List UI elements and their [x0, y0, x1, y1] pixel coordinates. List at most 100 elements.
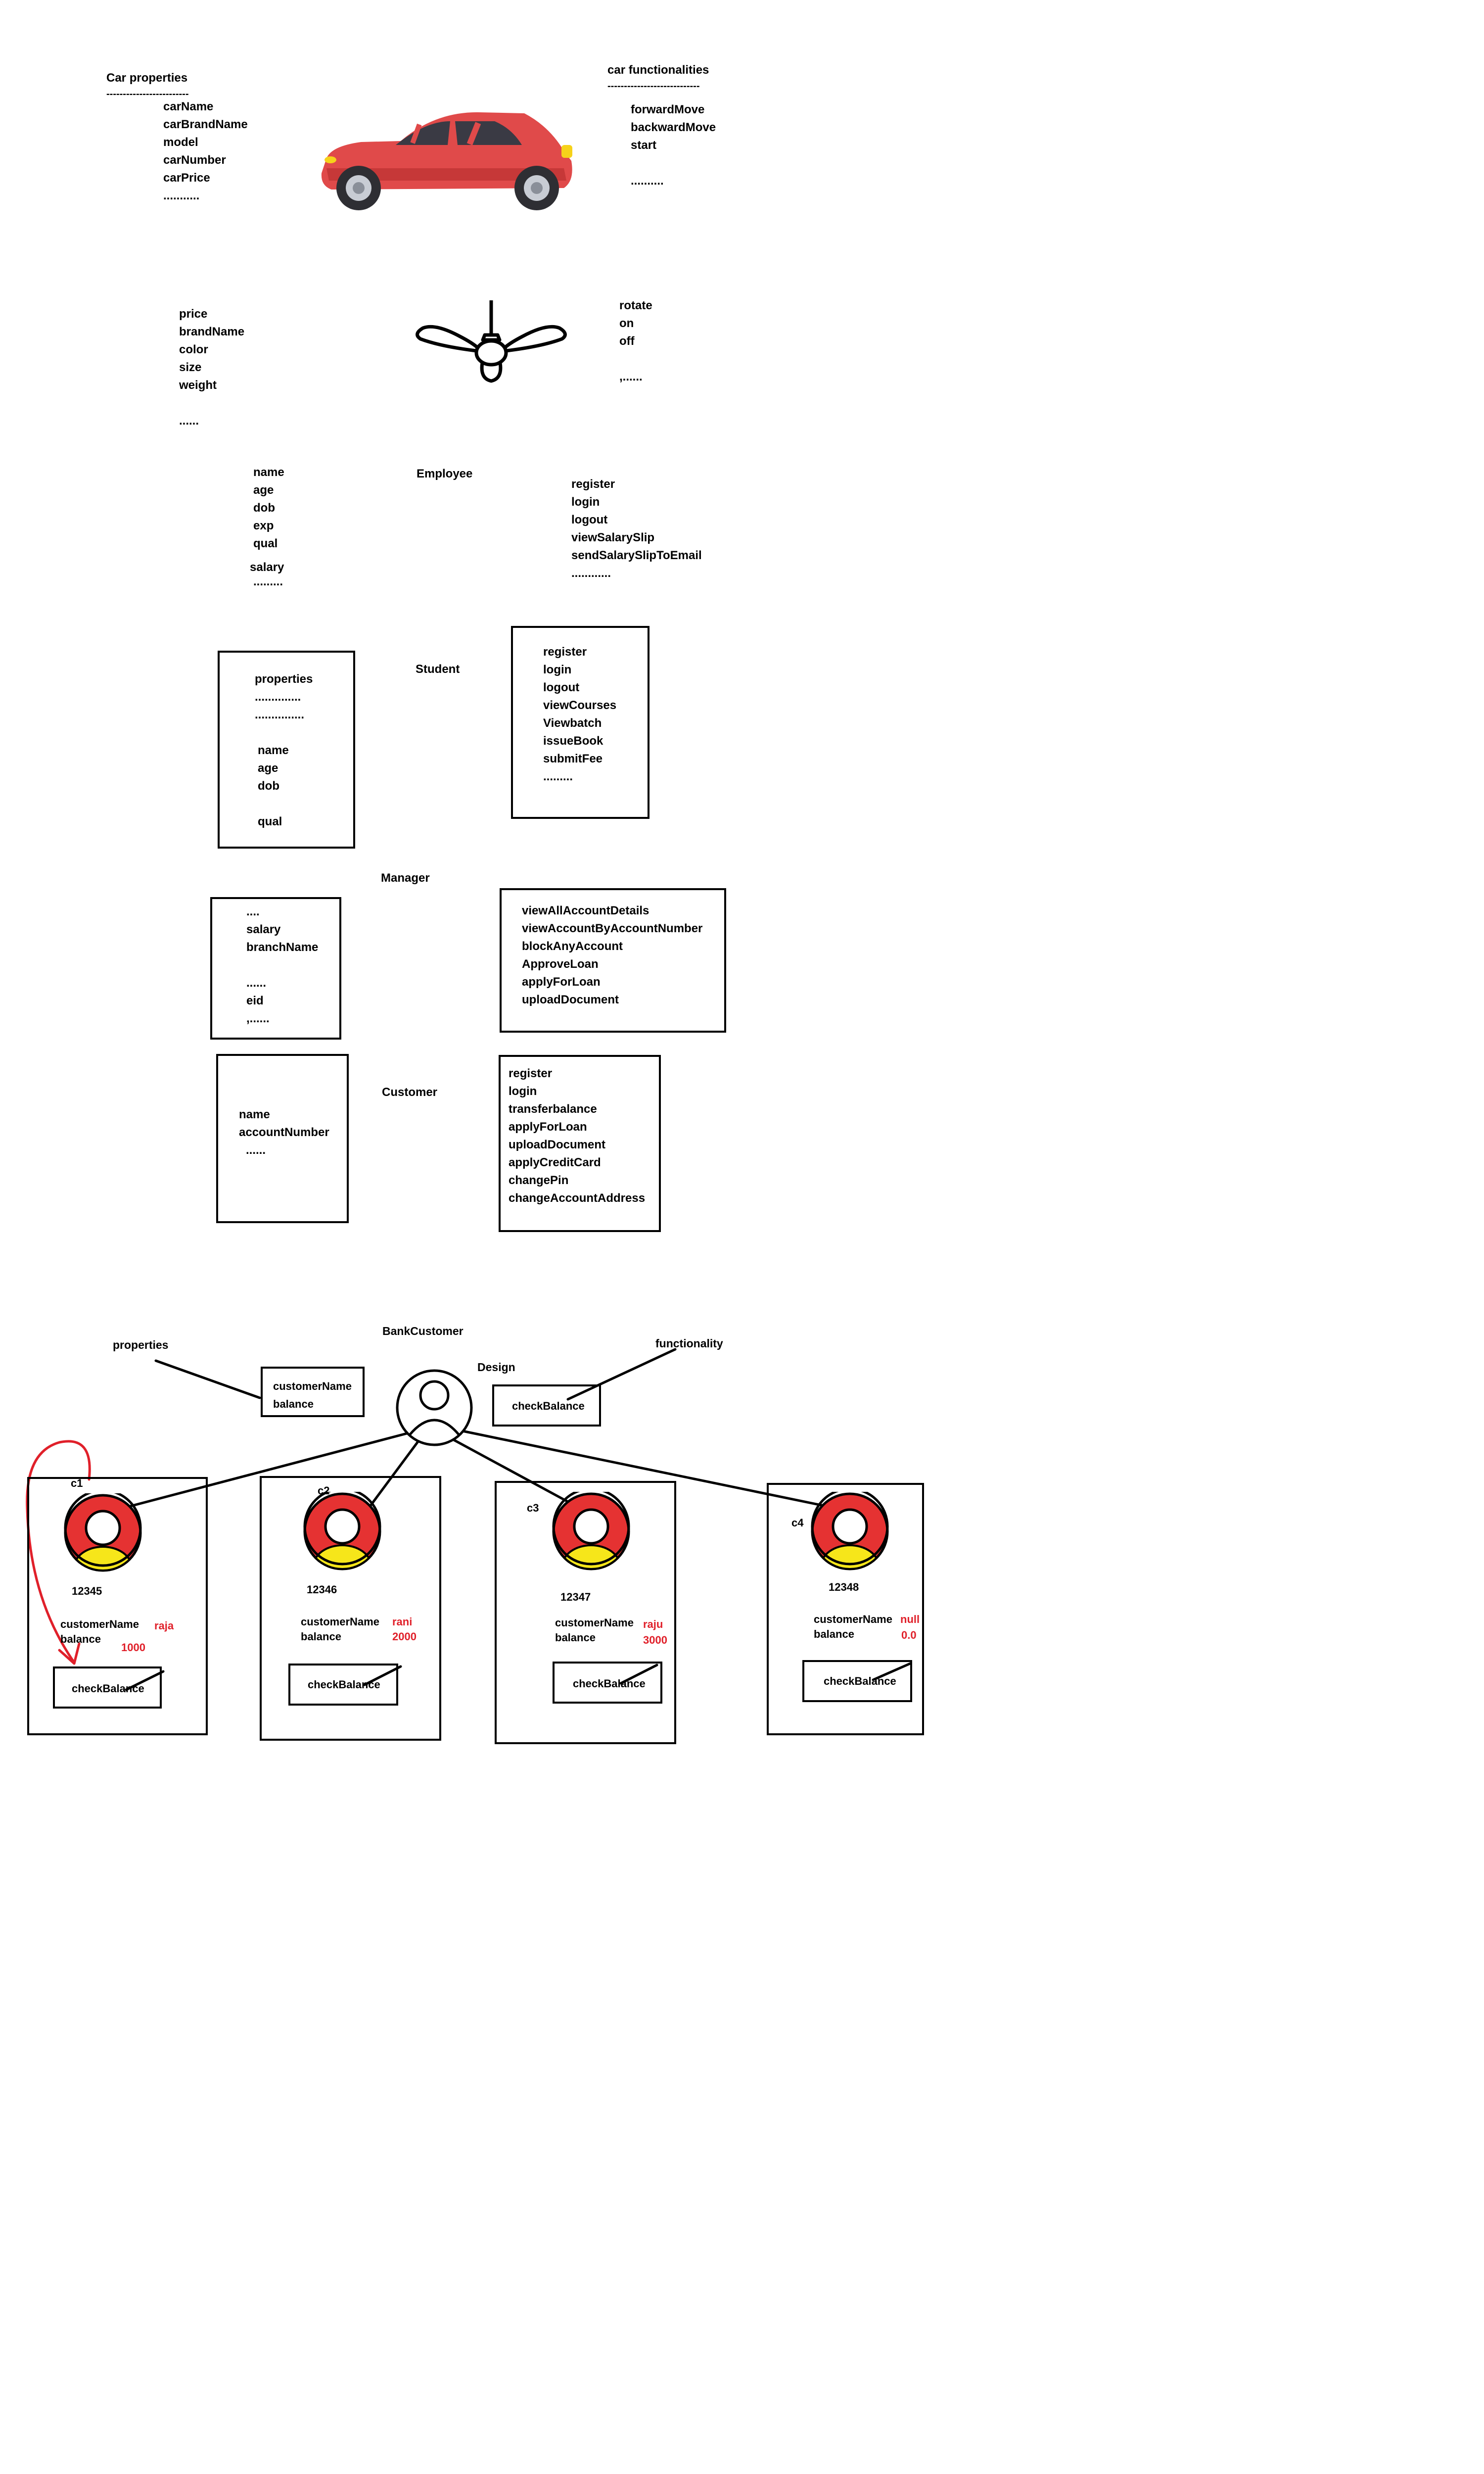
customer-title: Customer: [382, 1086, 438, 1099]
employee-functionality: register: [571, 477, 615, 491]
object-name-value: null: [900, 1613, 920, 1625]
design-properties-list: customerName balance: [273, 1378, 352, 1413]
customer-functionality: transferbalance: [509, 1102, 597, 1116]
manager-title: Manager: [381, 871, 430, 885]
student-property: name: [258, 744, 289, 757]
student-properties-list: properties .............. ..............…: [255, 670, 313, 831]
design-method-box: [492, 1384, 601, 1427]
object-account: 12345: [72, 1585, 102, 1597]
manager-properties-list: .... salary branchName ...... eid ,.....…: [246, 903, 318, 1028]
object-field-name: customerName: [814, 1613, 892, 1625]
employee-functionality: sendSalarySlipToEmail: [571, 549, 702, 562]
student-functionality: .........: [543, 770, 573, 783]
ceiling-fan-icon: [416, 300, 567, 383]
student-property: properties: [255, 672, 313, 686]
object-method-box: [553, 1662, 662, 1704]
design-property: customerName: [273, 1380, 352, 1392]
object-name-value: raju: [643, 1618, 663, 1630]
object-ref: c1: [71, 1477, 83, 1489]
car-property: carPrice: [163, 171, 210, 185]
properties-label: properties: [113, 1338, 169, 1351]
object-name-value: rani: [392, 1616, 413, 1628]
object-ref: c3: [527, 1502, 539, 1514]
manager-property: eid: [246, 994, 264, 1007]
manager-functionality: viewAccountByAccountNumber: [522, 922, 703, 935]
employee-property: age: [253, 483, 274, 497]
student-functionality: issueBook: [543, 734, 603, 748]
fan-property: color: [179, 343, 208, 356]
object-balance-value: 2000: [392, 1630, 417, 1643]
car-properties-list: carName carBrandName model carNumber car…: [163, 98, 248, 205]
employee-property: name: [253, 466, 284, 479]
manager-property: ,......: [246, 1012, 270, 1025]
student-property: qual: [258, 815, 282, 828]
student-title: Student: [416, 663, 460, 676]
object-card-c3: [495, 1481, 676, 1744]
fan-property: weight: [179, 379, 217, 392]
car-properties-title: Car properties: [106, 71, 188, 85]
customer-property: ......: [246, 1143, 266, 1157]
car-functionality: forwardMove: [631, 103, 705, 116]
object-method-label: checkBalance: [72, 1682, 144, 1695]
student-functionality: submitFee: [543, 752, 603, 765]
employee-property: qual: [253, 537, 278, 550]
employee-functionality: viewSalarySlip: [571, 531, 655, 544]
manager-property: ....: [246, 905, 260, 918]
object-field-balance: balance: [60, 1633, 101, 1645]
customer-functionality: applyCreditCard: [509, 1156, 601, 1169]
object-field-balance: balance: [814, 1628, 854, 1640]
design-user-icon: [396, 1369, 473, 1446]
car-functionality: backwardMove: [631, 121, 716, 134]
student-functionality: login: [543, 663, 572, 676]
employee-functionality: ............: [571, 567, 611, 580]
student-property: age: [258, 761, 278, 775]
car-functionality: start: [631, 139, 657, 152]
customer-functionality: uploadDocument: [509, 1138, 605, 1151]
car-property: carName: [163, 100, 214, 113]
employee-property: exp: [253, 519, 274, 532]
object-field-balance: balance: [555, 1631, 596, 1644]
employee-property: dob: [253, 501, 275, 515]
car-properties-rule: -------------------------: [106, 89, 189, 99]
employee-salary: salary: [250, 561, 284, 574]
fan-functionalities-list: rotate on off ,......: [619, 297, 652, 386]
fan-property: brandName: [179, 325, 245, 338]
object-card-c4: [767, 1483, 924, 1735]
customer-property: name: [239, 1108, 270, 1121]
car-property: carNumber: [163, 153, 226, 167]
object-balance-value: 0.0: [901, 1629, 917, 1641]
customer-functionality: login: [509, 1085, 537, 1098]
customer-functionality: applyForLoan: [509, 1120, 587, 1134]
student-functionality: viewCourses: [543, 699, 617, 712]
user-avatar-icon: [811, 1492, 889, 1570]
employee-properties-list: name age dob exp qual: [253, 464, 284, 553]
object-field-name: customerName: [60, 1618, 139, 1630]
object-method-box: [53, 1666, 162, 1709]
car-functionalities-title: car functionalities: [607, 63, 709, 77]
customer-property: accountNumber: [239, 1126, 329, 1139]
object-ref: c4: [791, 1517, 804, 1529]
employee-functionality: login: [571, 495, 600, 509]
student-functionalities-box: [511, 626, 649, 819]
object-balance-value: 1000: [121, 1641, 145, 1654]
car-functionalities-rule: ----------------------------: [607, 81, 700, 92]
student-property: ..............: [255, 690, 301, 704]
car-property: carBrandName: [163, 118, 248, 131]
design-properties-box: [261, 1367, 365, 1417]
manager-functionality: blockAnyAccount: [522, 940, 623, 953]
manager-property: ......: [246, 976, 267, 990]
object-card-c1: [27, 1477, 208, 1735]
car-property: model: [163, 136, 198, 149]
object-method-label: checkBalance: [308, 1678, 380, 1691]
manager-functionality: ApproveLoan: [522, 957, 599, 971]
user-avatar-icon: [303, 1492, 381, 1570]
object-field-balance: balance: [301, 1630, 341, 1643]
object-account: 12346: [307, 1583, 337, 1596]
user-avatar-icon: [64, 1493, 142, 1572]
functionality-label: functionality: [655, 1337, 723, 1350]
object-card-c2: [260, 1476, 441, 1741]
customer-functionality: register: [509, 1067, 553, 1080]
employee-functionality: logout: [571, 513, 608, 526]
manager-functionalities-box: [500, 888, 726, 1033]
